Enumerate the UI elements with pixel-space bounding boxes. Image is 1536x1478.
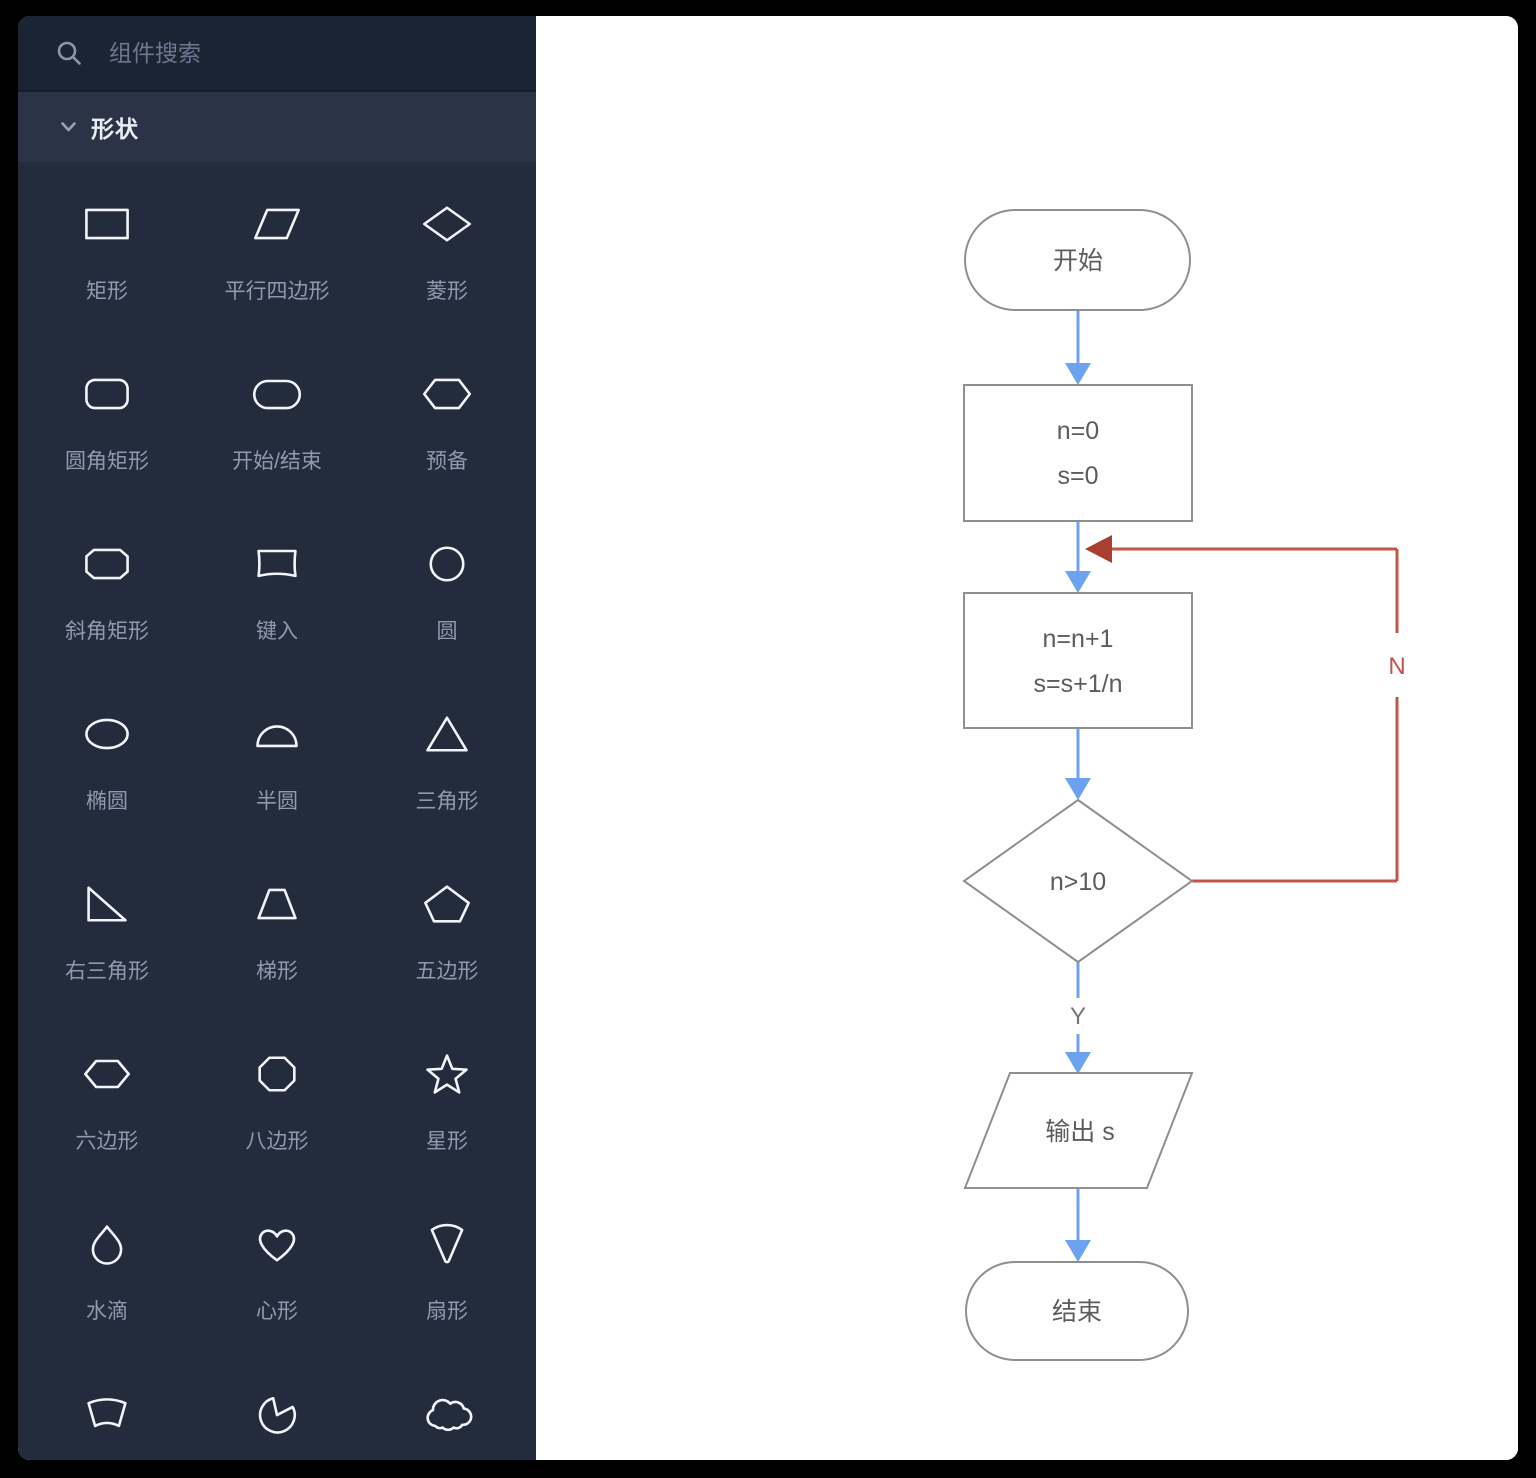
- sidebar-shape-circle[interactable]: 圆: [362, 502, 532, 672]
- sidebar-shape-rounded-rectangle[interactable]: 圆角矩形: [22, 332, 192, 502]
- sidebar-shape-triangle[interactable]: 三角形: [362, 672, 532, 842]
- hexagon-icon: [81, 1046, 133, 1102]
- section-shapes-label: 形状: [91, 116, 139, 142]
- semicircle-icon: [251, 706, 303, 762]
- node-output-label: 输出 s: [1045, 1118, 1114, 1146]
- sidebar-shape-semicircle[interactable]: 半圆: [192, 672, 362, 842]
- sidebar-shape-start-end[interactable]: 开始/结束: [192, 332, 362, 502]
- search-input[interactable]: [107, 38, 491, 68]
- arrowhead-down-icon: [1065, 778, 1091, 800]
- search-icon: [57, 41, 81, 65]
- node-end-terminal[interactable]: 结束: [965, 1261, 1189, 1361]
- sidebar-shape-rectangle[interactable]: 矩形: [22, 162, 192, 332]
- diagram-app-window: 形状 矩形 平行四边形 菱形 圆角矩形 开始/结束 预备 斜角矩形 键入 圆 椭…: [18, 16, 1518, 1460]
- sidebar-shape-preparation[interactable]: 预备: [362, 332, 532, 502]
- pentagon-icon: [421, 876, 473, 932]
- parallelogram-icon: [251, 196, 303, 252]
- node-init-line2: s=0: [1057, 462, 1098, 490]
- triangle-icon: [421, 706, 473, 762]
- start-end-icon: [251, 366, 303, 422]
- sidebar-shape-manual-input[interactable]: 键入: [192, 502, 362, 672]
- sidebar-shape-pie[interactable]: [192, 1352, 362, 1460]
- arrowhead-down-icon: [1065, 571, 1091, 593]
- connector-loop-decision[interactable]: [1065, 728, 1091, 800]
- sidebar-shape-beveled-rectangle[interactable]: 斜角矩形: [22, 502, 192, 672]
- node-loop-process[interactable]: n=n+1 s=s+1/n: [963, 592, 1193, 729]
- sidebar-shape-heart[interactable]: 心形: [192, 1182, 362, 1352]
- arrowhead-down-icon: [1065, 1052, 1091, 1074]
- arrowhead-down-icon: [1065, 1240, 1091, 1262]
- diamond-icon: [421, 196, 473, 252]
- component-search-bar[interactable]: [18, 16, 536, 90]
- water-drop-icon: [81, 1216, 133, 1272]
- star-icon: [421, 1046, 473, 1102]
- sidebar-shape-pentagon[interactable]: 五边形: [362, 842, 532, 1012]
- shape-library-sidebar: 形状 矩形 平行四边形 菱形 圆角矩形 开始/结束 预备 斜角矩形 键入 圆 椭…: [18, 16, 536, 1460]
- node-decision-label: n>10: [1050, 868, 1106, 896]
- sidebar-shape-parallelogram[interactable]: 平行四边形: [192, 162, 362, 332]
- sidebar-shape-star[interactable]: 星形: [362, 1012, 532, 1182]
- node-start-terminal[interactable]: 开始: [964, 209, 1191, 311]
- node-output-io[interactable]: 输出 s: [963, 1072, 1194, 1189]
- circle-icon: [421, 536, 473, 592]
- rectangle-icon: [81, 196, 133, 252]
- node-loop-line2: s=s+1/n: [1034, 670, 1123, 698]
- preparation-icon: [421, 366, 473, 422]
- node-end-label: 结束: [1052, 1298, 1102, 1326]
- sidebar-shape-octagon[interactable]: 八边形: [192, 1012, 362, 1182]
- chevron-down-icon: [61, 122, 76, 132]
- connector-start-init[interactable]: [1065, 310, 1091, 385]
- sidebar-shape-trapezoid[interactable]: 梯形: [192, 842, 362, 1012]
- node-init-line1: n=0: [1057, 417, 1099, 445]
- sidebar-shape-arc-band[interactable]: [22, 1352, 192, 1460]
- connector-decision-output[interactable]: Y: [1065, 962, 1091, 1074]
- beveled-rectangle-icon: [81, 536, 133, 592]
- right-triangle-icon: [81, 876, 133, 932]
- sector-icon: [421, 1216, 473, 1272]
- sidebar-shape-right-triangle[interactable]: 右三角形: [22, 842, 192, 1012]
- edge-label-no: N: [1388, 653, 1405, 680]
- manual-input-icon: [251, 536, 303, 592]
- pie-icon: [251, 1386, 303, 1442]
- sidebar-shape-water-drop[interactable]: 水滴: [22, 1182, 192, 1352]
- sidebar-shape-diamond[interactable]: 菱形: [362, 162, 532, 332]
- diagram-canvas[interactable]: N Y 开始: [536, 16, 1518, 1460]
- cloud-icon: [421, 1386, 473, 1442]
- arrowhead-left-icon: [1085, 535, 1112, 563]
- arc-band-icon: [81, 1386, 133, 1442]
- edge-label-yes: Y: [1070, 1003, 1086, 1030]
- sidebar-shape-hexagon[interactable]: 六边形: [22, 1012, 192, 1182]
- sidebar-shape-ellipse[interactable]: 椭圆: [22, 672, 192, 842]
- connector-init-loop[interactable]: [1065, 521, 1091, 593]
- rounded-rectangle-icon: [81, 366, 133, 422]
- octagon-icon: [251, 1046, 303, 1102]
- connector-output-end[interactable]: [1065, 1188, 1091, 1262]
- section-shapes-header[interactable]: 形状: [18, 90, 536, 162]
- sidebar-shape-cloud[interactable]: [362, 1352, 532, 1460]
- node-loop-line1: n=n+1: [1043, 625, 1114, 653]
- node-start-label: 开始: [1053, 247, 1103, 275]
- arrowhead-down-icon: [1065, 363, 1091, 385]
- node-init-process[interactable]: n=0 s=0: [963, 384, 1193, 522]
- node-decision-diamond[interactable]: n>10: [962, 798, 1194, 964]
- ellipse-icon: [81, 706, 133, 762]
- shape-grid: 矩形 平行四边形 菱形 圆角矩形 开始/结束 预备 斜角矩形 键入 圆 椭圆 半…: [18, 162, 536, 1460]
- connector-loop-back[interactable]: N: [1085, 535, 1406, 883]
- heart-icon: [251, 1216, 303, 1272]
- trapezoid-icon: [251, 876, 303, 932]
- sidebar-shape-sector[interactable]: 扇形: [362, 1182, 532, 1352]
